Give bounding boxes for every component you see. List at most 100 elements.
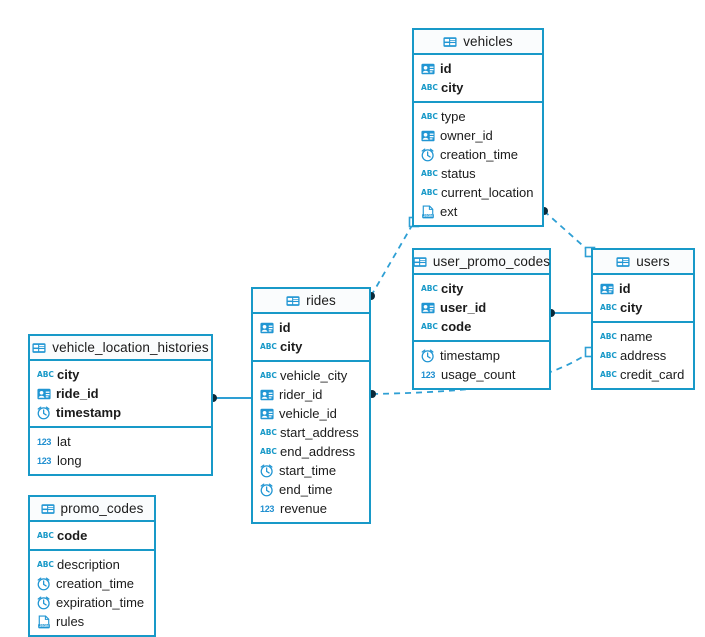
entity-header[interactable]: promo_codes (30, 497, 154, 522)
field-row: start_time (253, 461, 369, 480)
field-name: current_location (441, 185, 534, 200)
number-icon: 123 (37, 436, 52, 447)
field-name: long (57, 453, 82, 468)
field-name: city (620, 300, 643, 315)
clock-icon (37, 577, 51, 591)
field-name: end_time (279, 482, 333, 497)
field-name: city (57, 367, 80, 382)
field-row: user_id (414, 298, 549, 317)
field-row: creation_time (414, 145, 542, 164)
id-card-icon (260, 388, 274, 402)
abc-icon: ABC (421, 187, 438, 197)
id-card-icon (600, 282, 614, 296)
entity-header[interactable]: vehicles (414, 30, 542, 55)
field-name: rider_id (279, 387, 323, 402)
json-icon: JSON (37, 614, 51, 629)
id-card-icon (260, 321, 274, 335)
entity-header[interactable]: users (593, 250, 693, 275)
number-icon: 123 (421, 369, 436, 380)
id-card-icon (421, 62, 435, 76)
svg-text:JSON: JSON (39, 624, 49, 628)
abc-icon: ABC (37, 530, 54, 540)
field-name: start_time (279, 463, 337, 478)
field-name: start_address (280, 425, 359, 440)
table-icon (413, 255, 427, 269)
field-name: id (279, 320, 291, 335)
entity-title: users (636, 254, 670, 269)
field-name: city (441, 281, 464, 296)
table-icon (40, 502, 55, 516)
field-name: code (57, 528, 88, 543)
field-row: id (253, 318, 369, 337)
field-name: creation_time (56, 576, 135, 591)
table-icon (443, 35, 457, 49)
entity-title: user_promo_codes (432, 254, 551, 269)
field-name: address (620, 348, 667, 363)
abc-icon: ABC (421, 111, 438, 121)
field-name: lat (57, 434, 71, 449)
field-name: id (619, 281, 631, 296)
clock-icon (421, 148, 435, 162)
entity-title: vehicle_location_histories (52, 340, 209, 355)
field-name: user_id (440, 300, 487, 315)
field-row: expiration_time (30, 593, 154, 612)
field-row: ride_id (30, 384, 211, 403)
id-card-icon (260, 407, 274, 421)
field-row: timestamp (30, 403, 211, 422)
entity-header[interactable]: user_promo_codes (413, 250, 551, 275)
field-row: 123 lat (30, 432, 211, 451)
id-card-icon (421, 301, 435, 315)
abc-icon: ABC (260, 427, 277, 437)
field-name: revenue (280, 501, 327, 516)
field-name: owner_id (440, 128, 493, 143)
entity-title: vehicles (463, 34, 513, 49)
field-row: end_time (253, 480, 369, 499)
clock-icon (37, 596, 51, 610)
abc-icon: ABC (260, 446, 277, 456)
abc-icon: ABC (600, 369, 617, 379)
field-row: id (593, 279, 693, 298)
entity-header[interactable]: rides (253, 289, 369, 314)
field-name: city (280, 339, 303, 354)
field-name: code (441, 319, 472, 334)
entity-header[interactable]: vehicle_location_histories (30, 336, 211, 361)
relationship-rides-vehicles (367, 216, 420, 300)
svg-text:JSON: JSON (423, 214, 433, 218)
field-row: owner_id (414, 126, 542, 145)
field-row: rider_id (253, 385, 369, 404)
field-name: vehicle_city (280, 368, 348, 383)
id-card-icon (421, 129, 435, 143)
table-icon (616, 255, 630, 269)
abc-icon: ABC (37, 369, 54, 379)
